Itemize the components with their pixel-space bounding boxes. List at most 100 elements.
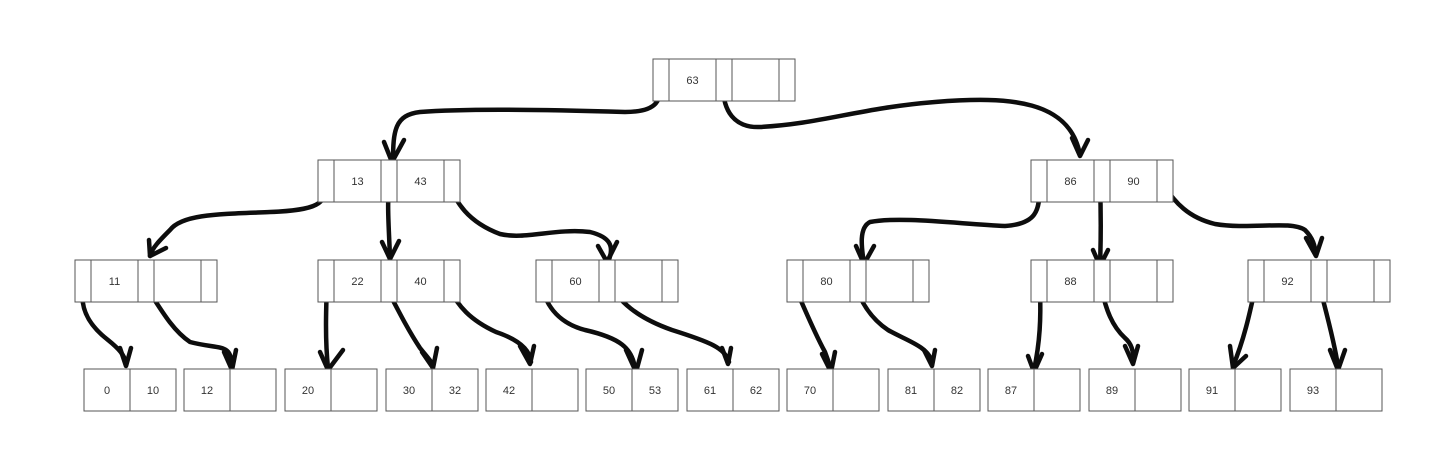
leaf-node: 20 [284,368,378,412]
leaf-node: 42 [485,368,579,412]
node-key: 70 [804,385,816,397]
child-pointer-arrow [853,181,1042,267]
child-pointer-arrow [446,285,537,367]
key-slot [1263,259,1312,303]
leaf-node: 89 [1088,368,1182,412]
node-key: 86 [1064,176,1076,188]
arrow-line [390,77,663,165]
node-key: 50 [603,385,615,397]
key-slot [431,368,479,412]
key-slot [1335,368,1383,412]
key-slot [485,368,533,412]
node-key: 11 [109,276,120,288]
key-slot [1046,259,1095,303]
child-pointer-arrow [381,77,663,165]
child-pointer-arrow [720,79,1091,159]
node-key: 42 [503,385,515,397]
key-slot [732,368,780,412]
key-slot [229,368,277,412]
pointer-slot [443,159,461,203]
node-key: 60 [569,276,581,288]
node-key: 40 [414,276,426,288]
pointer-slot [1030,259,1048,303]
pointer-slot [74,259,92,303]
arrow-line [859,181,1042,267]
key-slot [731,58,780,102]
arrow-head [419,345,440,371]
node-key: 82 [951,385,963,397]
arrow-head [146,237,169,259]
node-key: 12 [201,385,213,397]
key-slot [802,259,851,303]
arrow-line [720,79,1083,158]
pointer-slot [1156,259,1174,303]
pointer-slot [1373,259,1391,303]
key-slot [585,368,633,412]
key-slot [385,368,433,412]
node-key: 22 [351,276,363,288]
arrow-head [595,239,620,265]
pointer-slot [317,159,335,203]
internal-node: 22 40 [317,259,461,303]
node-key: 53 [649,385,661,397]
key-slot [933,368,981,412]
key-slot [396,159,445,203]
pointer-arrows [80,77,1348,375]
node-key: 10 [147,385,159,397]
node-key: 0 [104,385,110,397]
pointer-slot [535,259,553,303]
arrow-head [1303,235,1325,259]
pointer-slot [849,259,867,303]
pointer-slot [200,259,218,303]
internal-node: 60 [535,259,679,303]
key-slot [531,368,579,412]
key-slot [987,368,1035,412]
pointer-slot [443,259,461,303]
leaf-node: 12 [183,368,277,412]
pointer-slot [598,259,616,303]
pointer-slot [1093,159,1111,203]
leaf-node: 87 [987,368,1081,412]
key-slot [330,368,378,412]
pointer-slot [1247,259,1265,303]
node-key: 92 [1281,276,1293,288]
pointer-slot [1093,259,1111,303]
key-slot [1289,368,1337,412]
node-key: 93 [1307,385,1319,397]
internal-node: 80 [786,259,930,303]
key-slot [668,58,717,102]
key-slot [614,259,663,303]
pointer-slot [1030,159,1048,203]
pointer-slot [380,259,398,303]
arrow-head [379,238,402,262]
arrow-head [317,347,346,373]
node-key: 20 [302,385,314,397]
leaf-node: 81 82 [887,368,981,412]
key-slot [631,368,679,412]
node-key: 89 [1106,385,1118,397]
key-slot [1109,259,1158,303]
pointer-slot [1156,159,1174,203]
node-key: 80 [820,276,832,288]
node-key: 62 [750,385,762,397]
node-key: 81 [905,385,917,397]
pointer-slot [1310,259,1328,303]
leaf-node: 0 10 [83,368,177,412]
leaf-node: 70 [786,368,880,412]
arrow-head [1227,343,1249,371]
child-pointer-arrow [1098,284,1141,367]
child-pointer-arrow [383,284,440,371]
key-slot [786,368,834,412]
leaf-node: 91 [1188,368,1282,412]
arrow-head [719,345,734,367]
key-slot [832,368,880,412]
node-key: 87 [1005,385,1017,397]
key-slot [83,368,131,412]
child-pointer-arrow [446,179,620,265]
pointer-slot [380,159,398,203]
